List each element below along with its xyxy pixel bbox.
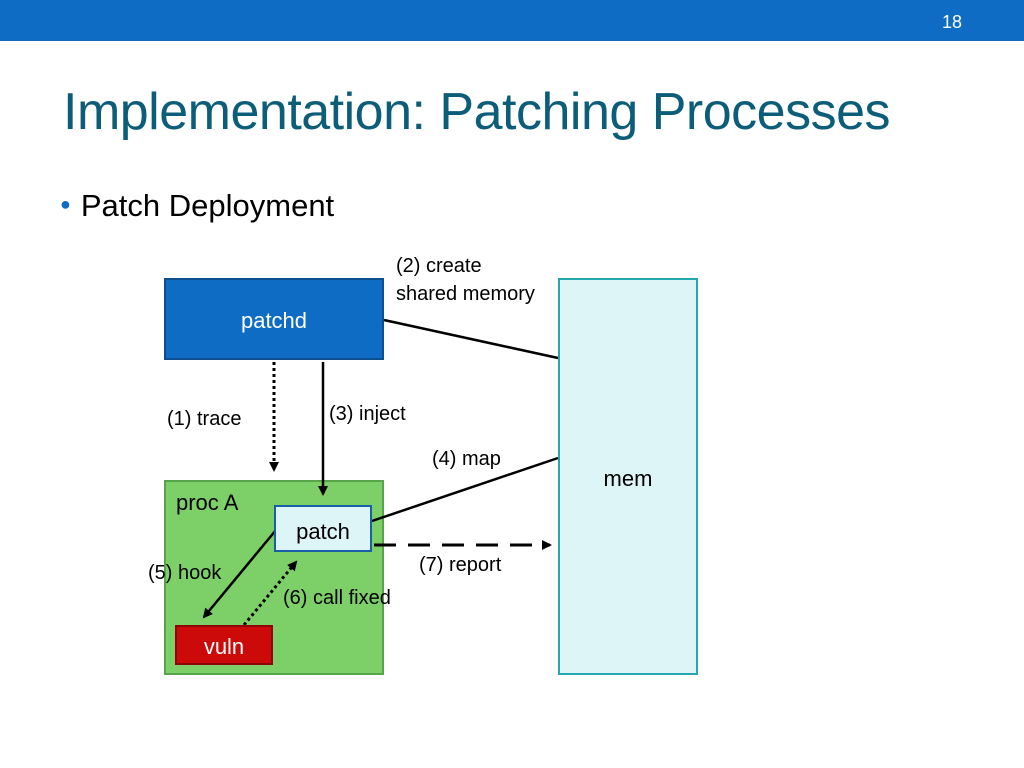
create-shm-line: [383, 318, 559, 360]
create-label-line1: (2) create: [396, 255, 482, 277]
call-fixed-label: (6) call fixed: [283, 587, 391, 609]
inject-label: (3) inject: [329, 403, 406, 425]
patch-label: patch: [296, 519, 350, 544]
patchd-label: patchd: [240, 308, 308, 333]
hook-label: (5) hook: [148, 562, 222, 584]
report-label: (7) report: [419, 554, 502, 576]
mem-label: mem: [603, 466, 653, 491]
bullet-dot-icon: ●: [60, 194, 71, 215]
mem-node: mem: [558, 278, 698, 675]
proc-a-label: proc A: [176, 490, 239, 515]
map-line: [371, 456, 559, 523]
vuln-label: vuln: [203, 634, 245, 659]
slide-title: Implementation: Patching Processes: [63, 83, 890, 141]
create-label-line2: shared memory: [396, 283, 535, 305]
top-bar: 18: [0, 0, 1024, 41]
patch-node: patch: [274, 505, 372, 552]
slide-number: 18: [941, 12, 962, 32]
bullet-text: Patch Deployment: [80, 188, 335, 223]
bullet-item: ● Patch Deployment: [60, 188, 334, 224]
hook-arrow: [202, 529, 277, 619]
vuln-node: vuln: [175, 625, 273, 665]
patchd-node: patchd: [164, 278, 384, 360]
trace-label: (1) trace: [167, 408, 242, 430]
call-fixed-arrow: [242, 560, 298, 626]
map-label: (4) map: [432, 448, 501, 470]
